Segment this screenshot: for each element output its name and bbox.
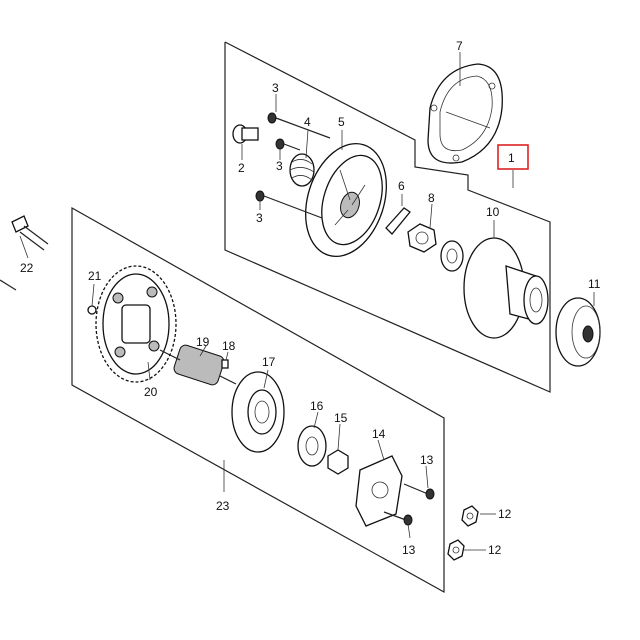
bolt-part-2 [232, 124, 259, 144]
callout-4: 4 [304, 115, 311, 129]
washer [440, 240, 464, 272]
sprocket-part-20 [95, 265, 177, 383]
nut-part-8 [407, 223, 437, 253]
callout-11: 11 [588, 277, 601, 291]
callout-13b: 13 [402, 543, 416, 557]
callout-3a: 3 [272, 81, 279, 95]
callout-5: 5 [338, 115, 345, 129]
callout-18: 18 [222, 339, 236, 353]
callout-12a: 12 [498, 507, 512, 521]
nuts-part-12 [447, 505, 479, 561]
callout-7: 7 [456, 39, 463, 53]
callout-14: 14 [372, 427, 386, 441]
gasket-part-7 [427, 63, 503, 164]
lower-group-outline [71, 206, 445, 594]
callout-6: 6 [398, 179, 405, 193]
housing-part-10 [463, 237, 549, 339]
callout-17: 17 [262, 355, 276, 369]
flywheel-part-5 [305, 142, 387, 258]
pin-part-21 [87, 305, 97, 315]
ring-part-16 [297, 425, 327, 467]
spring-part-4 [289, 153, 315, 187]
rotor-part-19 [159, 344, 237, 386]
callout-2: 2 [238, 161, 245, 175]
callout-16: 16 [310, 399, 324, 413]
callout-20: 20 [144, 385, 158, 399]
callout-21: 21 [88, 269, 102, 283]
callout-22: 22 [20, 261, 34, 275]
callout-12b: 12 [488, 543, 502, 557]
callout-labels: 1 2 3 3 3 4 5 6 7 8 10 11 12 12 13 13 14… [20, 39, 601, 557]
highlight-box-part-1 [497, 144, 529, 170]
plate-part-14 [355, 455, 403, 527]
clip-part-6 [385, 207, 411, 235]
key-part-18 [221, 359, 229, 369]
bolt-part-22 [0, 215, 49, 291]
nut-part-15 [327, 449, 349, 475]
callout-13a: 13 [420, 453, 434, 467]
gear-part-11 [555, 297, 601, 367]
callout-19: 19 [196, 335, 210, 349]
screws-part-13 [383, 483, 435, 526]
callout-3c: 3 [256, 211, 263, 225]
callout-15: 15 [334, 411, 348, 425]
screws-part-3 [255, 112, 331, 219]
callout-3b: 3 [276, 159, 283, 173]
callout-1: 1 [508, 151, 515, 165]
callout-8: 8 [428, 191, 435, 205]
clutch-part-17 [231, 371, 285, 453]
leader-lines [19, 52, 595, 551]
callout-10: 10 [486, 205, 500, 219]
callout-23: 23 [216, 499, 230, 513]
upper-group-outline [224, 41, 551, 393]
